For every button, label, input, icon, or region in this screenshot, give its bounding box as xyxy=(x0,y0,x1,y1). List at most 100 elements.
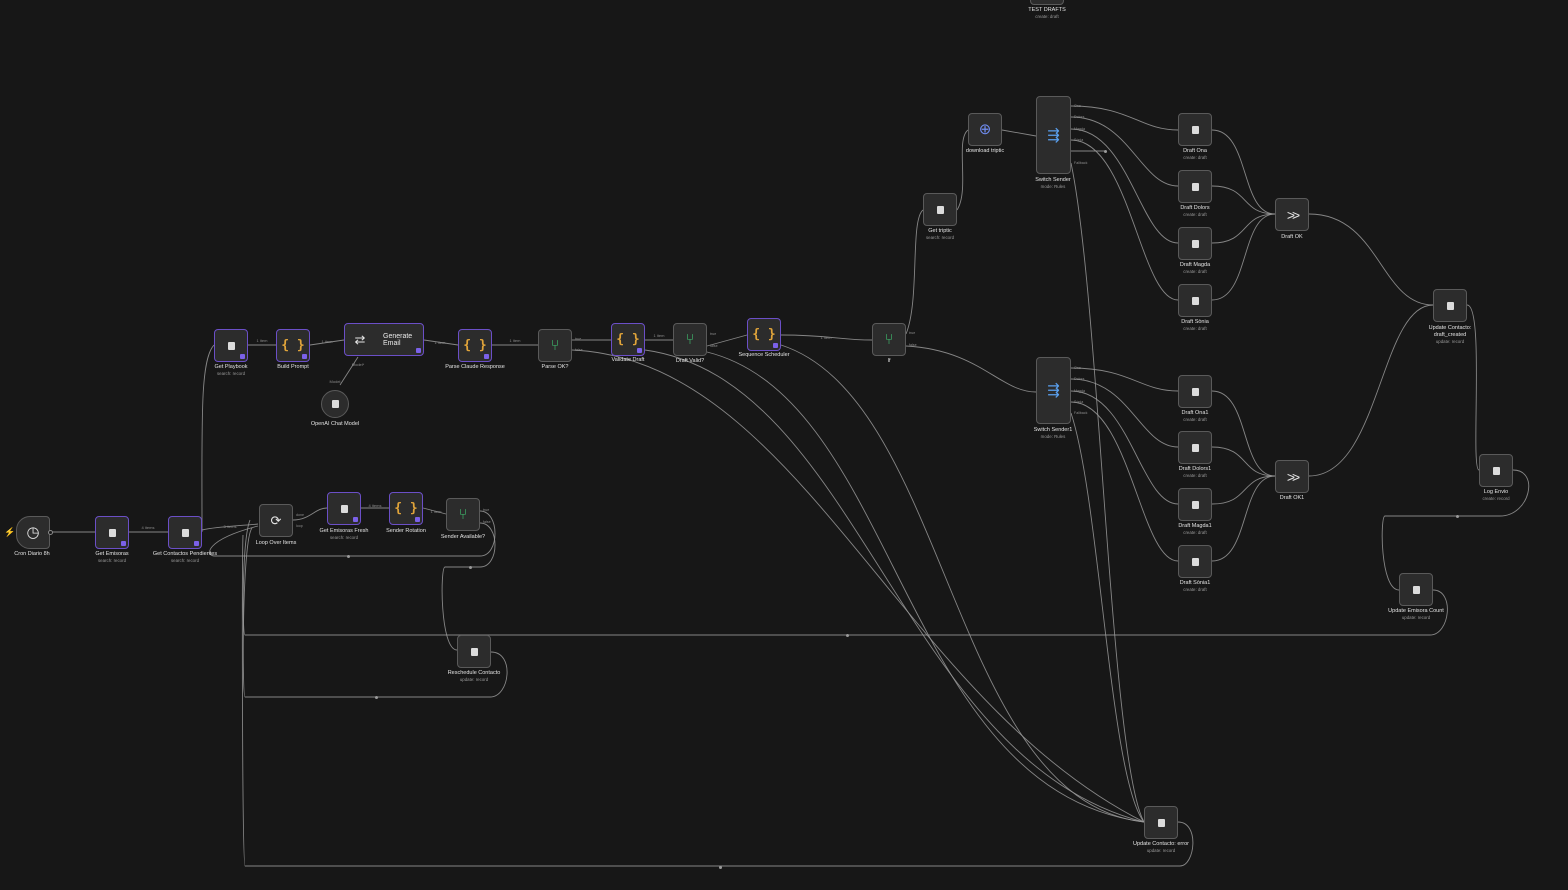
edge xyxy=(905,209,924,335)
output-label: Sònia xyxy=(1074,400,1084,404)
output-label: Ona xyxy=(1074,104,1081,108)
node-draft-ok[interactable]: >> xyxy=(1275,198,1309,231)
doc-icon xyxy=(1179,171,1211,202)
node-loop-over-items[interactable]: ⟳ xyxy=(259,504,293,537)
edge xyxy=(441,522,496,651)
node-draft-magda1[interactable] xyxy=(1178,488,1212,521)
edge xyxy=(706,334,748,347)
node-draft-magda[interactable] xyxy=(1178,227,1212,260)
output-label: Ona xyxy=(1074,366,1081,370)
edge xyxy=(1001,129,1037,137)
node-draft-valid[interactable]: ⑂ xyxy=(673,323,707,356)
node-get-contactos[interactable] xyxy=(168,516,202,549)
add-node-point[interactable] xyxy=(1104,150,1107,153)
node-update-contacto-created[interactable] xyxy=(1433,289,1467,322)
node-download-triptic[interactable]: ⊕ xyxy=(968,113,1002,146)
edge xyxy=(292,507,328,521)
edge xyxy=(1070,390,1179,505)
pin-badge xyxy=(353,517,358,522)
edge xyxy=(1308,213,1434,306)
output-label: Magda xyxy=(1074,127,1085,131)
trigger-bolt-icon: ⚡ xyxy=(4,527,16,537)
node-sender-rotation[interactable]: { } xyxy=(389,492,423,525)
output-port[interactable] xyxy=(48,530,53,535)
doc-icon xyxy=(1179,114,1211,145)
node-test-drafts[interactable] xyxy=(1030,0,1064,5)
node-draft-sonia1[interactable] xyxy=(1178,545,1212,578)
node-draft-dolors1[interactable] xyxy=(1178,431,1212,464)
doc-icon xyxy=(1400,574,1432,605)
node-reschedule-contacto[interactable] xyxy=(457,635,491,668)
branch-icon: ⑂ xyxy=(550,337,560,354)
pin-badge xyxy=(194,541,199,546)
pin-badge xyxy=(637,348,642,353)
node-draft-ok1[interactable]: >> xyxy=(1275,460,1309,493)
node-get-triptic[interactable] xyxy=(923,193,957,226)
node-cron-trigger[interactable]: ◷ xyxy=(16,516,50,549)
output-label: Fallback xyxy=(1074,161,1088,165)
node-switch-sender1[interactable]: ⇶ xyxy=(1036,357,1071,424)
node-get-playbook[interactable] xyxy=(214,329,248,362)
edge xyxy=(1211,213,1276,244)
node-sender-available[interactable]: ⑂ xyxy=(446,498,480,531)
output-label: false xyxy=(575,348,583,352)
node-if[interactable]: ⑂ xyxy=(872,323,906,356)
add-node-point[interactable] xyxy=(846,634,849,637)
node-generate-email-label: Generate Email xyxy=(383,332,413,347)
output-label: false xyxy=(909,343,917,347)
node-get-emisoras[interactable] xyxy=(95,516,129,549)
add-node-point[interactable] xyxy=(347,555,350,558)
switch-icon: ⇶ xyxy=(1047,382,1060,399)
edge xyxy=(1070,412,1145,823)
edge-label: 1 item xyxy=(653,333,665,338)
add-node-point[interactable] xyxy=(1456,515,1459,518)
edge xyxy=(1381,469,1530,591)
node-sequence-scheduler[interactable]: { } xyxy=(747,318,781,351)
edge-label: 3 items xyxy=(223,524,237,529)
edge xyxy=(1211,129,1276,215)
node-build-prompt[interactable]: { } xyxy=(276,329,310,362)
edge-label: 1 item xyxy=(430,509,442,514)
branch-icon: ⑂ xyxy=(884,331,894,348)
node-switch-sender[interactable]: ⇶ xyxy=(1036,96,1071,174)
output-label: Fallback xyxy=(1074,411,1088,415)
edge xyxy=(706,351,1145,823)
doc-icon xyxy=(1179,489,1211,520)
output-label: Sònia xyxy=(1074,138,1084,142)
output-label: false xyxy=(483,520,491,524)
edge xyxy=(241,534,1194,867)
node-draft-sonia[interactable] xyxy=(1178,284,1212,317)
edge xyxy=(1070,367,1179,392)
pin-badge xyxy=(302,354,307,359)
node-update-emisora-count[interactable] xyxy=(1399,573,1433,606)
node-generate-email[interactable]: ⇄ Generate Email xyxy=(344,323,424,356)
node-log-envio[interactable] xyxy=(1479,454,1513,487)
pin-badge xyxy=(415,517,420,522)
node-draft-dolors[interactable] xyxy=(1178,170,1212,203)
pin-badge xyxy=(121,541,126,546)
node-validate-draft[interactable]: { } xyxy=(611,323,645,356)
edge-label: 1 item xyxy=(256,338,268,343)
edge xyxy=(1211,475,1276,562)
node-draft-ona1[interactable] xyxy=(1178,375,1212,408)
node-parse-ok[interactable]: ⑂ xyxy=(538,329,572,362)
doc-icon xyxy=(1179,546,1211,577)
edge-label: 1 item xyxy=(509,338,521,343)
edge xyxy=(571,349,1145,823)
node-parse-claude[interactable]: { } xyxy=(458,329,492,362)
add-node-point[interactable] xyxy=(469,566,472,569)
edge xyxy=(1211,213,1276,301)
add-node-point[interactable] xyxy=(719,866,722,869)
node-get-emisoras-fresh[interactable] xyxy=(327,492,361,525)
doc-icon xyxy=(1179,285,1211,316)
pin-badge xyxy=(240,354,245,359)
node-draft-ona[interactable] xyxy=(1178,113,1212,146)
node-update-contacto-error[interactable] xyxy=(1144,806,1178,839)
node-openai-chat-model[interactable] xyxy=(321,390,349,418)
branch-icon: ⑂ xyxy=(685,331,695,348)
add-node-point[interactable] xyxy=(375,696,378,699)
edge xyxy=(1211,185,1276,215)
edge xyxy=(1070,401,1179,562)
pin-badge xyxy=(416,348,421,353)
